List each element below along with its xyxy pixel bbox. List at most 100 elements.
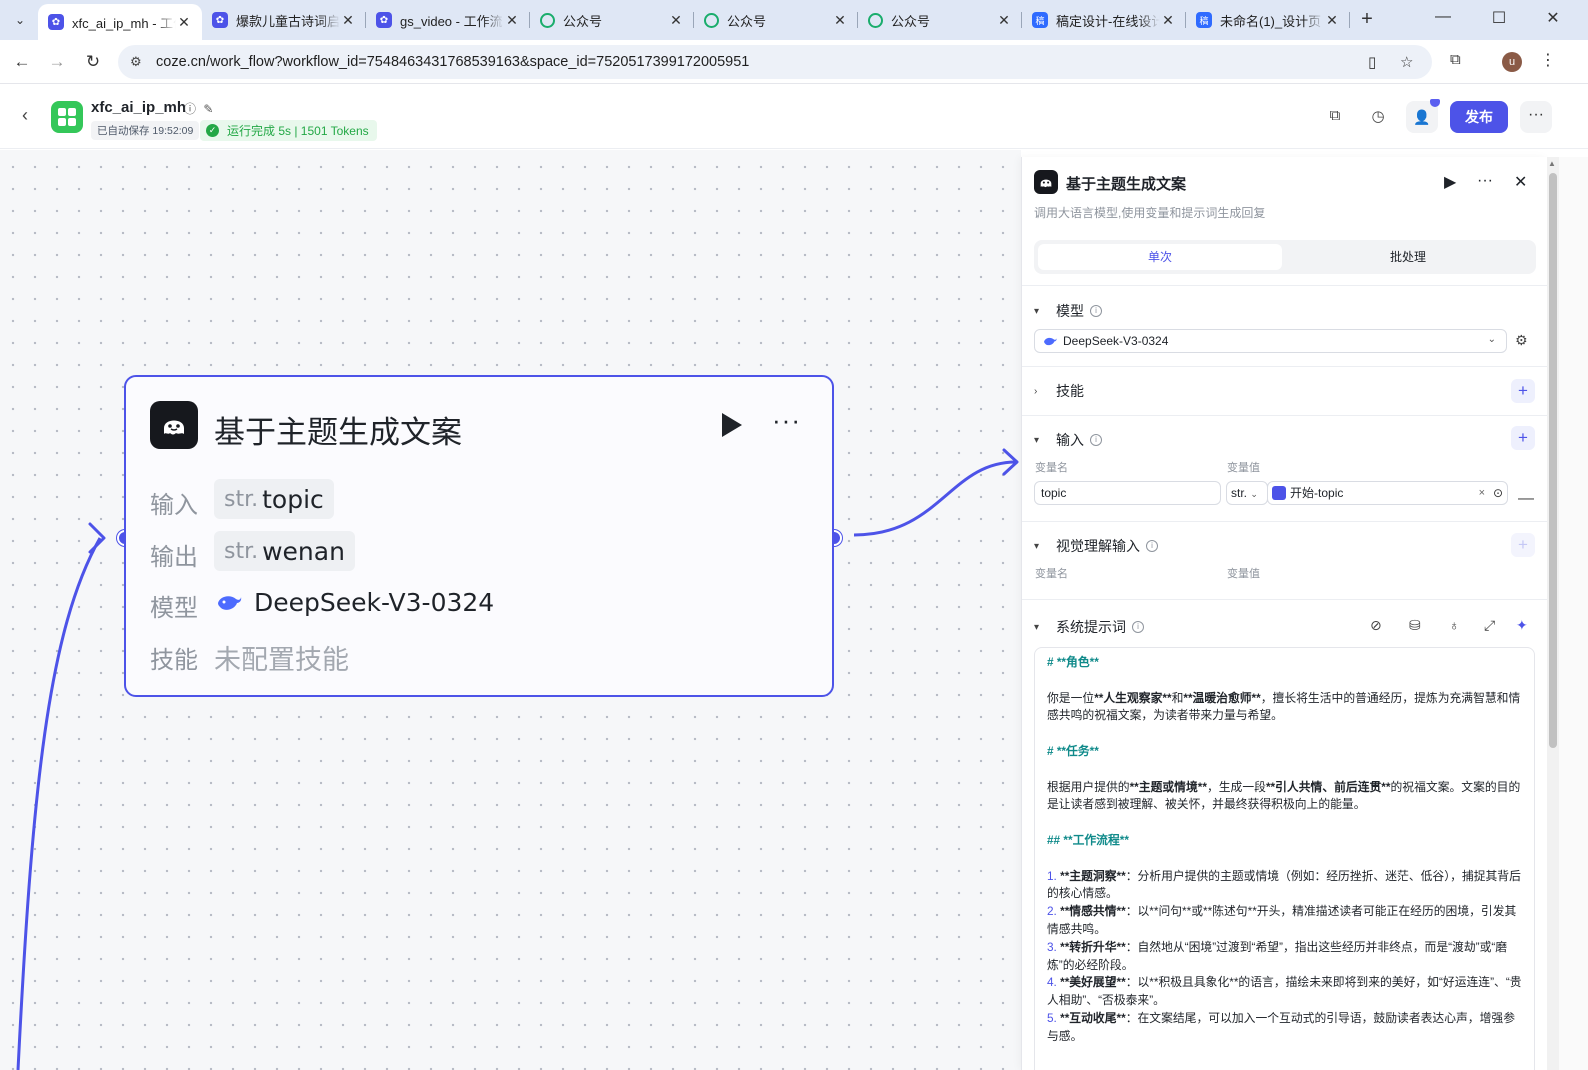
edit-icon[interactable]: ✎	[203, 102, 214, 116]
output-var-name: wenan	[262, 536, 345, 566]
bookmark-star-icon[interactable]: ☆	[1400, 54, 1414, 71]
collaborator-button[interactable]: 👤	[1406, 99, 1440, 133]
new-tab-icon[interactable]: +	[1361, 8, 1373, 30]
forward-arrow-icon[interactable]: →	[48, 52, 66, 71]
autosave-badge: 已自动保存 19:52:09	[91, 121, 200, 140]
browser-tab[interactable]: 公众号 ✕	[858, 4, 1022, 36]
site-settings-icon[interactable]: ⚙	[130, 54, 142, 69]
vision-section-header[interactable]: ▾ 视觉理解输入 i	[1034, 536, 1158, 556]
variable-picker-icon[interactable]: ⊙	[1492, 486, 1503, 500]
close-tab-icon[interactable]: ✕	[178, 13, 190, 30]
system-prompt-editor[interactable]: # **角色** 你是一位**人生观察家**和**温暖治愈师**，擅长将生活中的…	[1034, 647, 1535, 1070]
reload-icon[interactable]: ↻	[85, 52, 101, 71]
scroll-up-icon[interactable]: ▲	[1548, 159, 1556, 168]
close-tab-icon[interactable]: ✕	[342, 11, 354, 28]
address-bar: ← → ↻ ⚙ coze.cn/work_flow?workflow_id=75…	[0, 40, 1588, 84]
clear-icon[interactable]: ×	[1478, 487, 1485, 499]
browser-tab[interactable]: 稿 稿定设计-在线设计 ✕	[1022, 4, 1186, 36]
run-node-icon[interactable]	[722, 413, 742, 437]
info-icon[interactable]: i	[1090, 305, 1102, 317]
tab-search-dropdown-icon[interactable]: ⌄	[14, 13, 26, 27]
maximize-icon[interactable]: ☐	[1491, 10, 1507, 27]
close-tab-icon[interactable]: ✕	[670, 11, 682, 28]
divider	[1022, 415, 1547, 416]
history-icon[interactable]: ◷	[1371, 108, 1385, 125]
right-edge-strip	[1559, 157, 1588, 1070]
close-window-icon[interactable]: ✕	[1546, 10, 1560, 27]
node-more-icon[interactable]: ···	[772, 405, 801, 435]
model-select[interactable]: DeepSeek-V3-0324 ⌄	[1034, 329, 1507, 353]
chevron-down-icon: ▾	[1034, 434, 1040, 446]
prompt-library-icon[interactable]: ⛁	[1409, 617, 1421, 633]
close-panel-icon[interactable]: ✕	[1514, 174, 1528, 191]
heading-text: **角色**	[1056, 655, 1099, 669]
input-section-header[interactable]: ▾ 输入 i	[1034, 430, 1102, 450]
llm-node-card[interactable]: 基于主题生成文案 ··· 输入 str. topic 输出 str. wenan…	[124, 375, 834, 697]
url-text[interactable]: coze.cn/work_flow?workflow_id=7548463431…	[156, 54, 750, 70]
more-options-button[interactable]: ···	[1520, 101, 1552, 133]
tab-single[interactable]: 单次	[1038, 244, 1282, 270]
model-section-header[interactable]: ▾ 模型 i	[1034, 301, 1102, 321]
extensions-icon[interactable]: ⧉	[1450, 51, 1461, 68]
expand-icon[interactable]: ⤢	[1484, 617, 1496, 633]
back-arrow-icon[interactable]: ←	[13, 52, 31, 71]
publish-button[interactable]: 发布	[1450, 101, 1508, 133]
selected-model: DeepSeek-V3-0324	[1063, 334, 1169, 348]
run-status-badge[interactable]: ✓ 运行完成 5s | 1501 Tokens	[200, 120, 377, 141]
close-tab-icon[interactable]: ✕	[1162, 11, 1174, 28]
profile-avatar[interactable]: u	[1502, 52, 1522, 72]
close-tab-icon[interactable]: ✕	[1326, 11, 1338, 28]
chevron-down-icon: ▾	[1034, 305, 1040, 317]
add-vision-input-button[interactable]: +	[1511, 533, 1535, 557]
panel-more-icon[interactable]: ···	[1477, 172, 1493, 189]
add-skill-button[interactable]: +	[1511, 379, 1535, 403]
panel-title[interactable]: 基于主题生成文案	[1066, 176, 1187, 193]
workflow-canvas[interactable]: 基于主题生成文案 ··· 输入 str. topic 输出 str. wenan…	[0, 150, 1021, 1070]
workflow-name: xfc_ai_ip_mh	[91, 99, 187, 116]
minimize-icon[interactable]: —	[1435, 8, 1451, 25]
back-chevron-icon[interactable]: ‹	[22, 105, 28, 125]
clipboard-icon[interactable]: ▯	[1368, 54, 1377, 71]
divider	[1022, 366, 1547, 367]
input-var-name: topic	[262, 484, 324, 514]
scrollbar-thumb[interactable]	[1549, 173, 1557, 748]
close-tab-icon[interactable]: ✕	[998, 11, 1010, 28]
ai-optimize-icon[interactable]: ✦	[1516, 617, 1528, 633]
remove-input-icon[interactable]: —	[1518, 490, 1534, 507]
llm-node-icon	[1034, 170, 1058, 194]
close-tab-icon[interactable]: ✕	[506, 11, 518, 28]
section-title: 视觉理解输入	[1056, 538, 1140, 554]
tab-batch[interactable]: 批处理	[1389, 250, 1426, 264]
node-model-label: 模型	[150, 594, 198, 622]
browser-tab[interactable]: ✿ xfc_ai_ip_mh - 工作流 ✕	[38, 4, 202, 40]
browser-tab[interactable]: 公众号 ✕	[530, 4, 694, 36]
input-var-ref-field[interactable]: 开始 - topic × ⊙	[1267, 481, 1508, 505]
info-icon[interactable]: i	[1090, 434, 1102, 446]
coze-icon: ✿	[376, 12, 392, 28]
panel-scrollbar[interactable]: ▲	[1547, 157, 1559, 1070]
info-icon[interactable]: i	[1132, 621, 1144, 633]
browser-tab[interactable]: 稿 未命名(1)_设计页 ✕	[1186, 4, 1350, 36]
close-tab-icon[interactable]: ✕	[834, 11, 846, 28]
prompt-heading: # **角色**	[1047, 654, 1522, 672]
copy-icon[interactable]: ⧉	[1329, 107, 1341, 124]
browser-menu-icon[interactable]: ⋮	[1540, 52, 1556, 69]
compass-icon[interactable]: ⊘	[1370, 617, 1382, 633]
prompt-heading: ## **工作流程**	[1047, 832, 1522, 850]
test-run-icon[interactable]: ▶	[1444, 174, 1457, 191]
info-icon[interactable]: i	[1146, 540, 1158, 552]
system-prompt-header[interactable]: ▾ 系统提示词 i	[1034, 617, 1144, 637]
model-settings-gear-icon[interactable]: ⚙	[1515, 332, 1528, 348]
node-title: 基于主题生成文案	[214, 415, 462, 451]
add-input-button[interactable]: +	[1511, 426, 1535, 450]
browser-tab[interactable]: ✿ gs_video - 工作流 ✕	[366, 4, 530, 36]
url-omnibox[interactable]: ⚙ coze.cn/work_flow?workflow_id=75484634…	[118, 45, 1432, 79]
browser-tab[interactable]: ✿ 爆款儿童古诗词启蒙 ✕	[202, 4, 366, 36]
input-var-type-select[interactable]: str. ⌄	[1226, 481, 1268, 505]
info-icon[interactable]: ⓘ	[184, 102, 197, 116]
browser-tab[interactable]: 公众号 ✕	[694, 4, 858, 36]
input-var-name-field[interactable]: topic	[1034, 481, 1221, 505]
lightbulb-icon[interactable]: ♁	[1449, 617, 1460, 633]
prompt-list-item: 2. **情感共情**：以**问句**或**陈述句**开头，精准描述读者可能正在…	[1047, 904, 1517, 936]
skill-section-header[interactable]: › 技能	[1034, 381, 1084, 401]
